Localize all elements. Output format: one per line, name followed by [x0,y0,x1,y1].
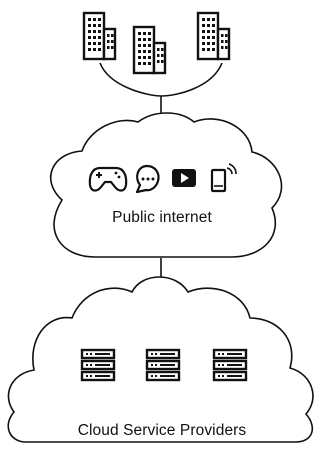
server-rack-icon [145,348,181,382]
server-rack-icon [212,348,248,382]
cloud-service-providers-cloud [7,276,314,443]
video-play-icon [172,169,196,187]
gamepad-icon [88,166,128,192]
public-internet-cloud [50,112,283,258]
cloud-service-providers-label: Cloud Service Providers [77,422,247,439]
building-icon [196,11,231,61]
chat-bubble-icon [135,164,160,194]
public-internet-label: Public internet [112,209,212,226]
building-icon [82,11,117,61]
mobile-signal-icon [210,163,237,193]
building-icon [132,25,167,75]
server-rack-icon [80,348,116,382]
